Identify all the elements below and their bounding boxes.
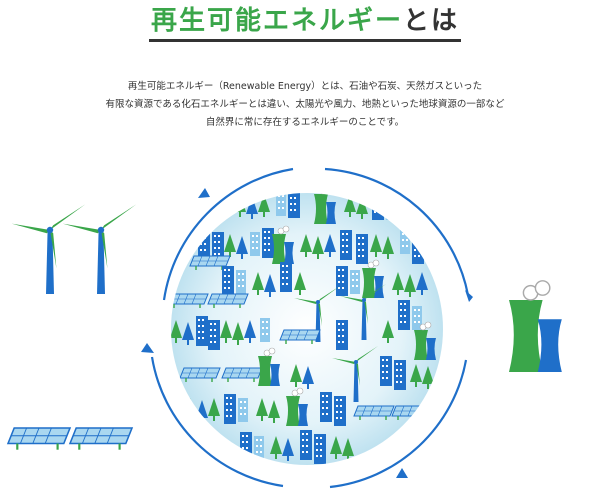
power-plant-icon: [508, 280, 563, 373]
page-title-wrap: 再生可能エネルギーとは: [0, 6, 610, 42]
description-line: 有限な資源である化石エネルギーとは違い、太陽光や風力、地熱といった地球資源の一部…: [105, 99, 505, 110]
wind-turbine-icon: [11, 204, 86, 294]
page-title: 再生可能エネルギーとは: [148, 6, 462, 42]
solar-panel-icon: [6, 426, 72, 451]
description: 再生可能エネルギー（Renewable Energy）とは、石油や石炭、天然ガス…: [0, 78, 610, 132]
description-line: 自然界に常に存在するエネルギーのことです。: [205, 117, 405, 128]
cycle-arrow-icon: [150, 167, 470, 489]
description-line: 再生可能エネルギー（Renewable Energy）とは、石油や石炭、天然ガス…: [127, 81, 483, 92]
title-dark: とは: [403, 6, 460, 36]
title-green: 再生可能エネルギー: [150, 6, 403, 36]
solar-panel-icon: [68, 426, 134, 451]
wind-turbine-icon: [62, 204, 137, 294]
